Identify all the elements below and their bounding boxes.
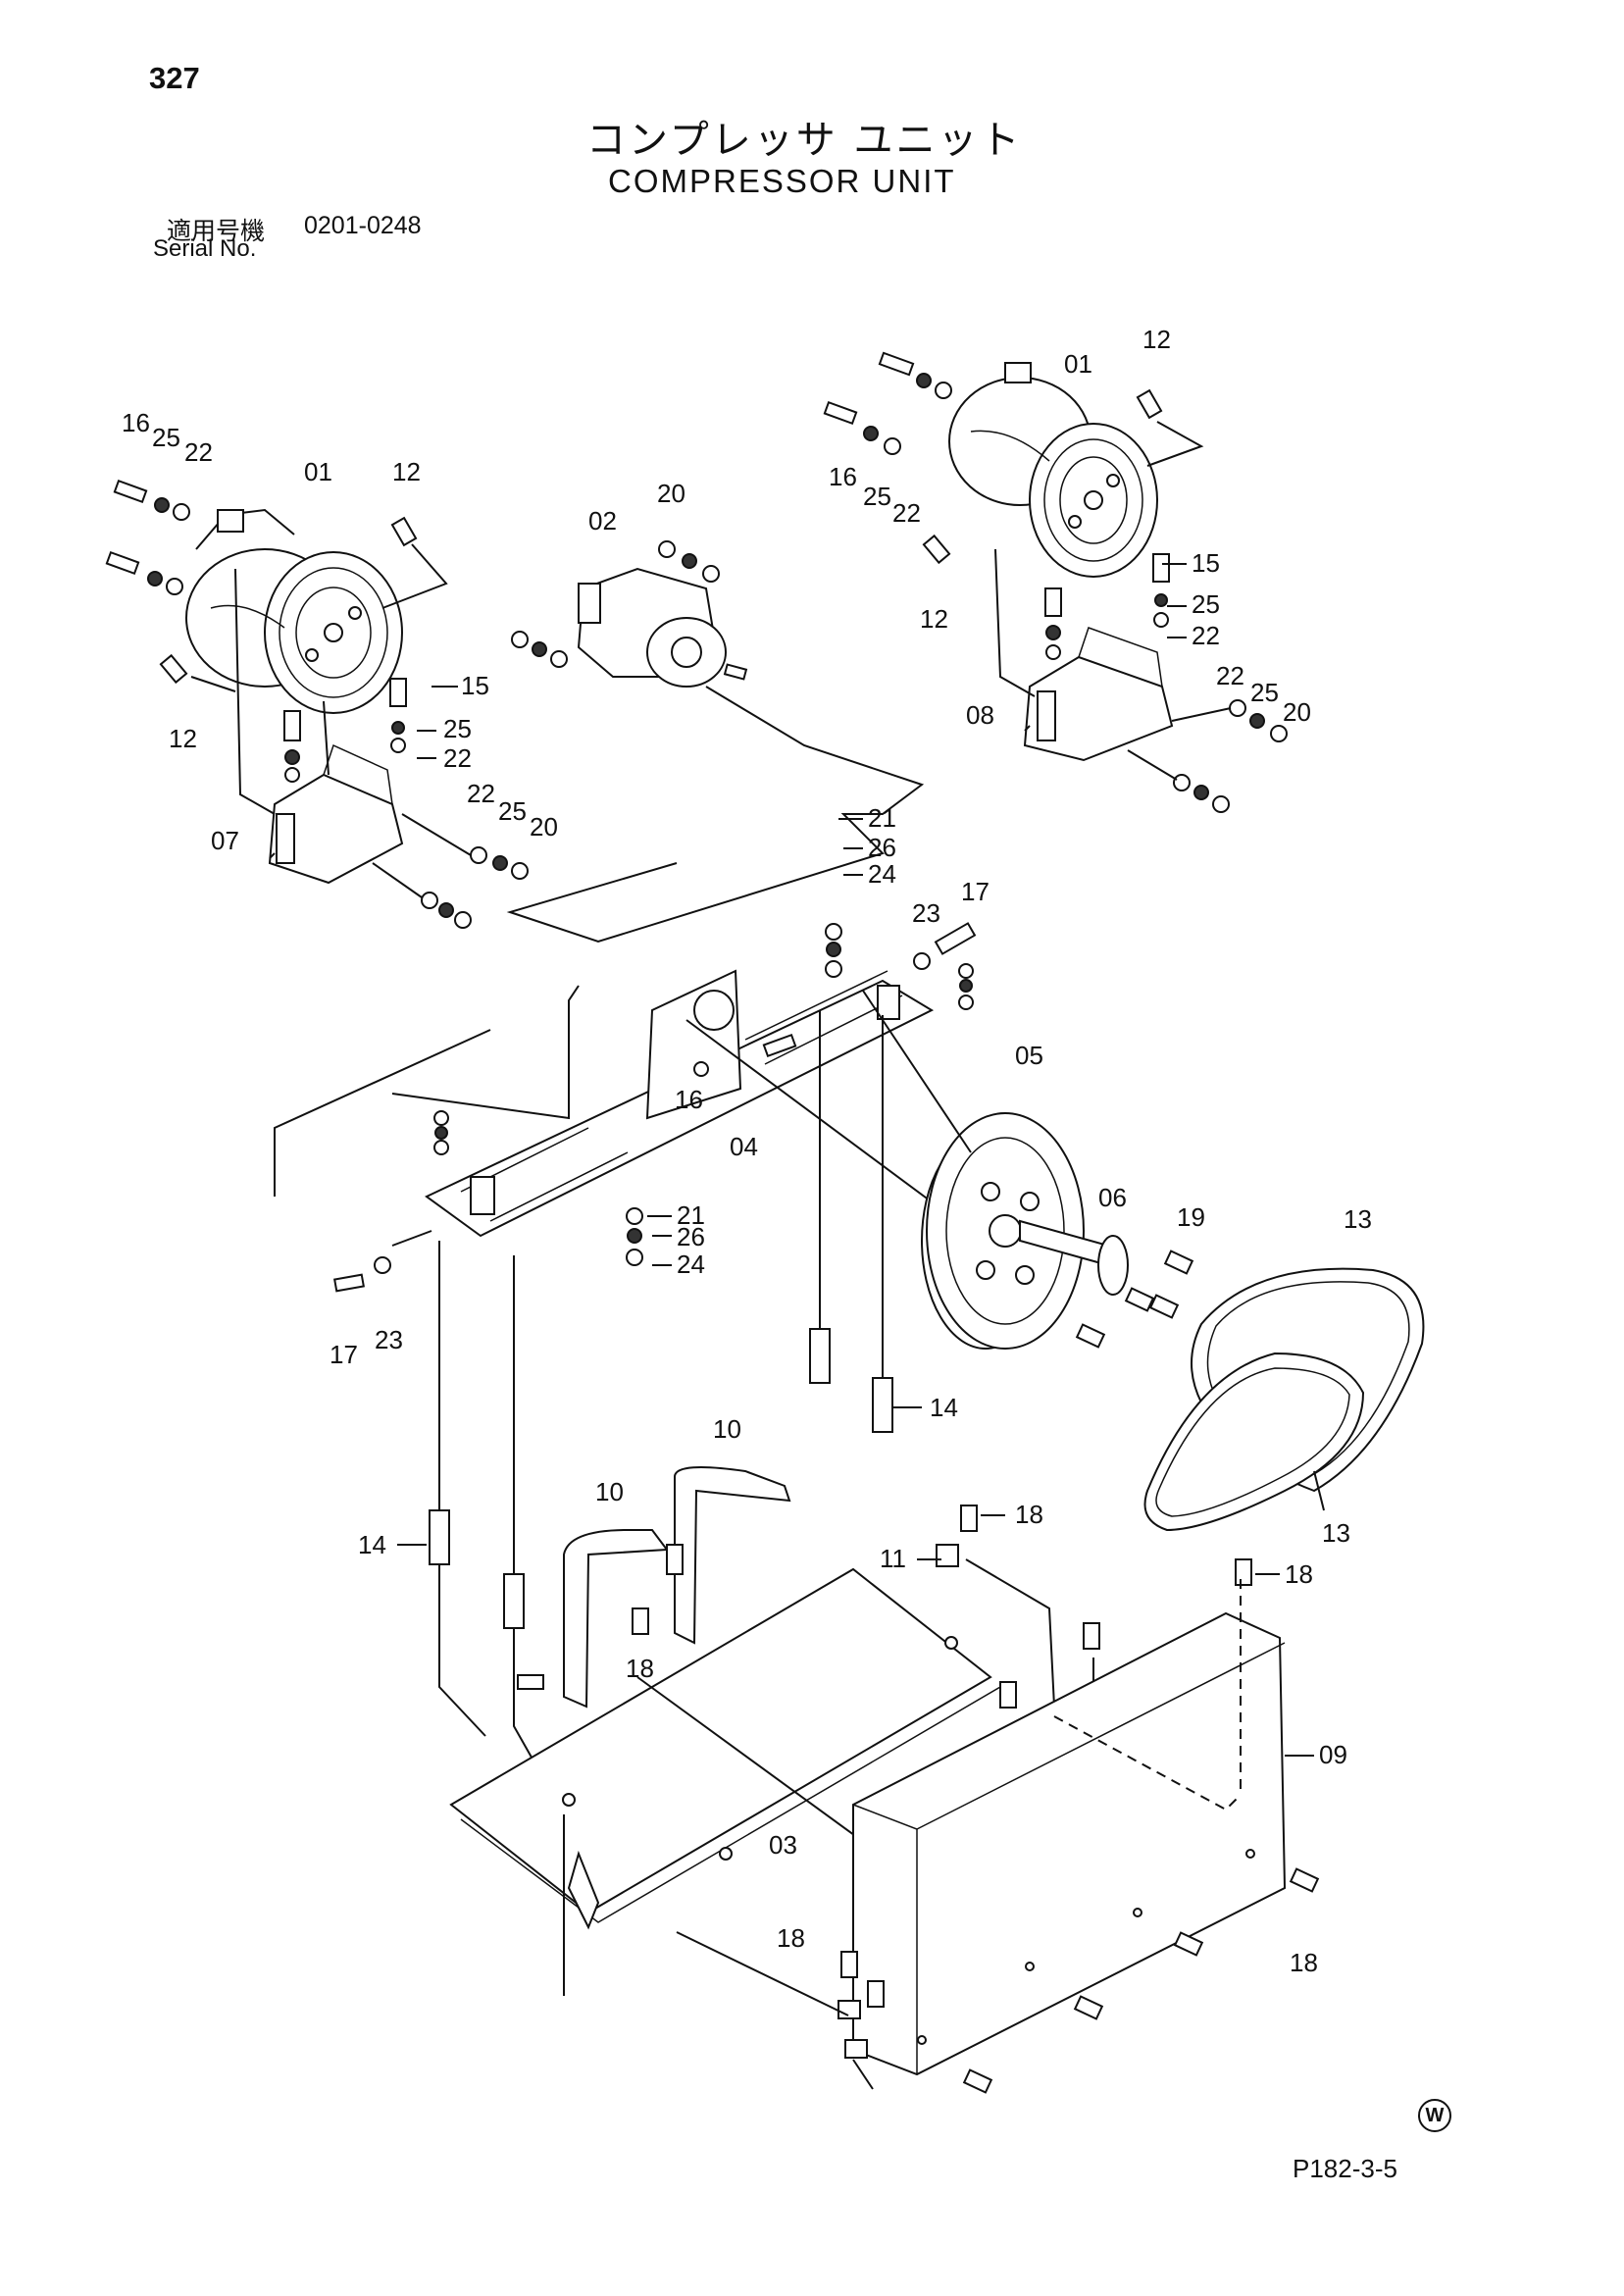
part-label: 22 [467, 779, 495, 808]
part-label: 18 [626, 1654, 654, 1683]
bracket-08 [994, 548, 1288, 813]
serial-label-english: Serial No. [153, 235, 257, 262]
part-label: 18 [1015, 1500, 1043, 1529]
page-code: P182-3-5 [1293, 2154, 1397, 2183]
part-label: 16 [122, 408, 150, 437]
part-label: 20 [1283, 697, 1311, 727]
v-belts-13 [1143, 1267, 1425, 1532]
part-label: 21 [868, 803, 896, 833]
part-label: 26 [677, 1222, 705, 1251]
serial-range: 0201-0248 [304, 212, 422, 239]
brackets-10 [517, 1466, 1252, 1709]
part-label: 24 [677, 1250, 705, 1279]
part-label: 09 [1319, 1740, 1347, 1769]
part-label: 16 [675, 1085, 703, 1114]
part-label: 12 [392, 457, 421, 486]
part-label: 25 [152, 423, 180, 452]
part-label: 25 [1192, 589, 1220, 619]
part-label: 22 [892, 498, 921, 528]
part-label: 10 [713, 1414, 741, 1444]
page-title-english: COMPRESSOR UNIT [608, 163, 956, 199]
part-label: 03 [769, 1830, 797, 1860]
cover-09 [676, 1579, 1320, 2094]
part-label: 26 [868, 833, 896, 862]
part-label: 18 [1290, 1948, 1318, 1977]
part-label: 12 [920, 604, 948, 634]
part-label: 17 [330, 1340, 358, 1369]
part-label: 15 [461, 671, 489, 700]
part-label: 22 [1216, 661, 1244, 690]
part-label: 16 [829, 462, 857, 491]
part-label: 24 [868, 859, 896, 889]
leader-lines [269, 563, 1325, 1757]
part-label: 12 [169, 724, 197, 753]
mounts-14 [429, 1010, 893, 1815]
part-label: 21 [677, 1200, 705, 1230]
part-label: 06 [1098, 1183, 1127, 1212]
compressor-left [185, 508, 403, 714]
part-label: 02 [588, 506, 617, 536]
part-label: 13 [1322, 1518, 1350, 1548]
part-label: 17 [961, 877, 990, 906]
part-label: 19 [1177, 1202, 1205, 1232]
motor-02 [506, 540, 925, 944]
part-label: 22 [443, 743, 472, 773]
part-label: 11 [880, 1544, 906, 1573]
page-number: 327 [149, 61, 200, 95]
part-label: 14 [930, 1393, 958, 1422]
part-label: 10 [595, 1477, 624, 1506]
fasteners-left-top [105, 479, 448, 692]
part-label: 05 [1015, 1041, 1043, 1070]
part-label: 18 [1285, 1559, 1313, 1589]
pulley-05 [862, 990, 1194, 1350]
part-label: 25 [1250, 678, 1279, 707]
bracket-07 [234, 568, 529, 929]
part-label: 18 [777, 1923, 805, 1953]
part-label: 25 [863, 482, 891, 511]
part-label: 04 [730, 1132, 758, 1161]
part-label: 20 [657, 479, 685, 508]
base-frame-04 [274, 922, 991, 1293]
part-label: 20 [530, 812, 558, 842]
part-label: 08 [966, 700, 994, 730]
part-label: 07 [211, 826, 239, 855]
part-label: 13 [1344, 1204, 1372, 1234]
part-label: 25 [498, 796, 527, 826]
part-label: 15 [1192, 548, 1220, 578]
compressor-right [823, 351, 1204, 578]
part-label: 14 [358, 1530, 386, 1559]
page-title-japanese: コンプレッサ ユニット [586, 118, 1023, 163]
part-label: 25 [443, 714, 472, 743]
part-number-labels: 16 25 22 01 12 12 15 25 22 22 25 20 07 0… [122, 325, 1372, 1977]
part-label: 22 [1192, 621, 1220, 650]
part-label: 23 [912, 898, 940, 928]
serial-label-japanese: 適用号機 [167, 217, 266, 245]
part-label: 23 [375, 1325, 403, 1354]
part-label: 01 [1064, 349, 1092, 379]
part-label: 01 [304, 457, 332, 486]
part-label: 22 [184, 437, 213, 467]
registered-mark: W [1418, 2099, 1451, 2132]
mount-plate-03 [449, 1567, 1001, 1996]
part-label: 12 [1142, 325, 1171, 354]
